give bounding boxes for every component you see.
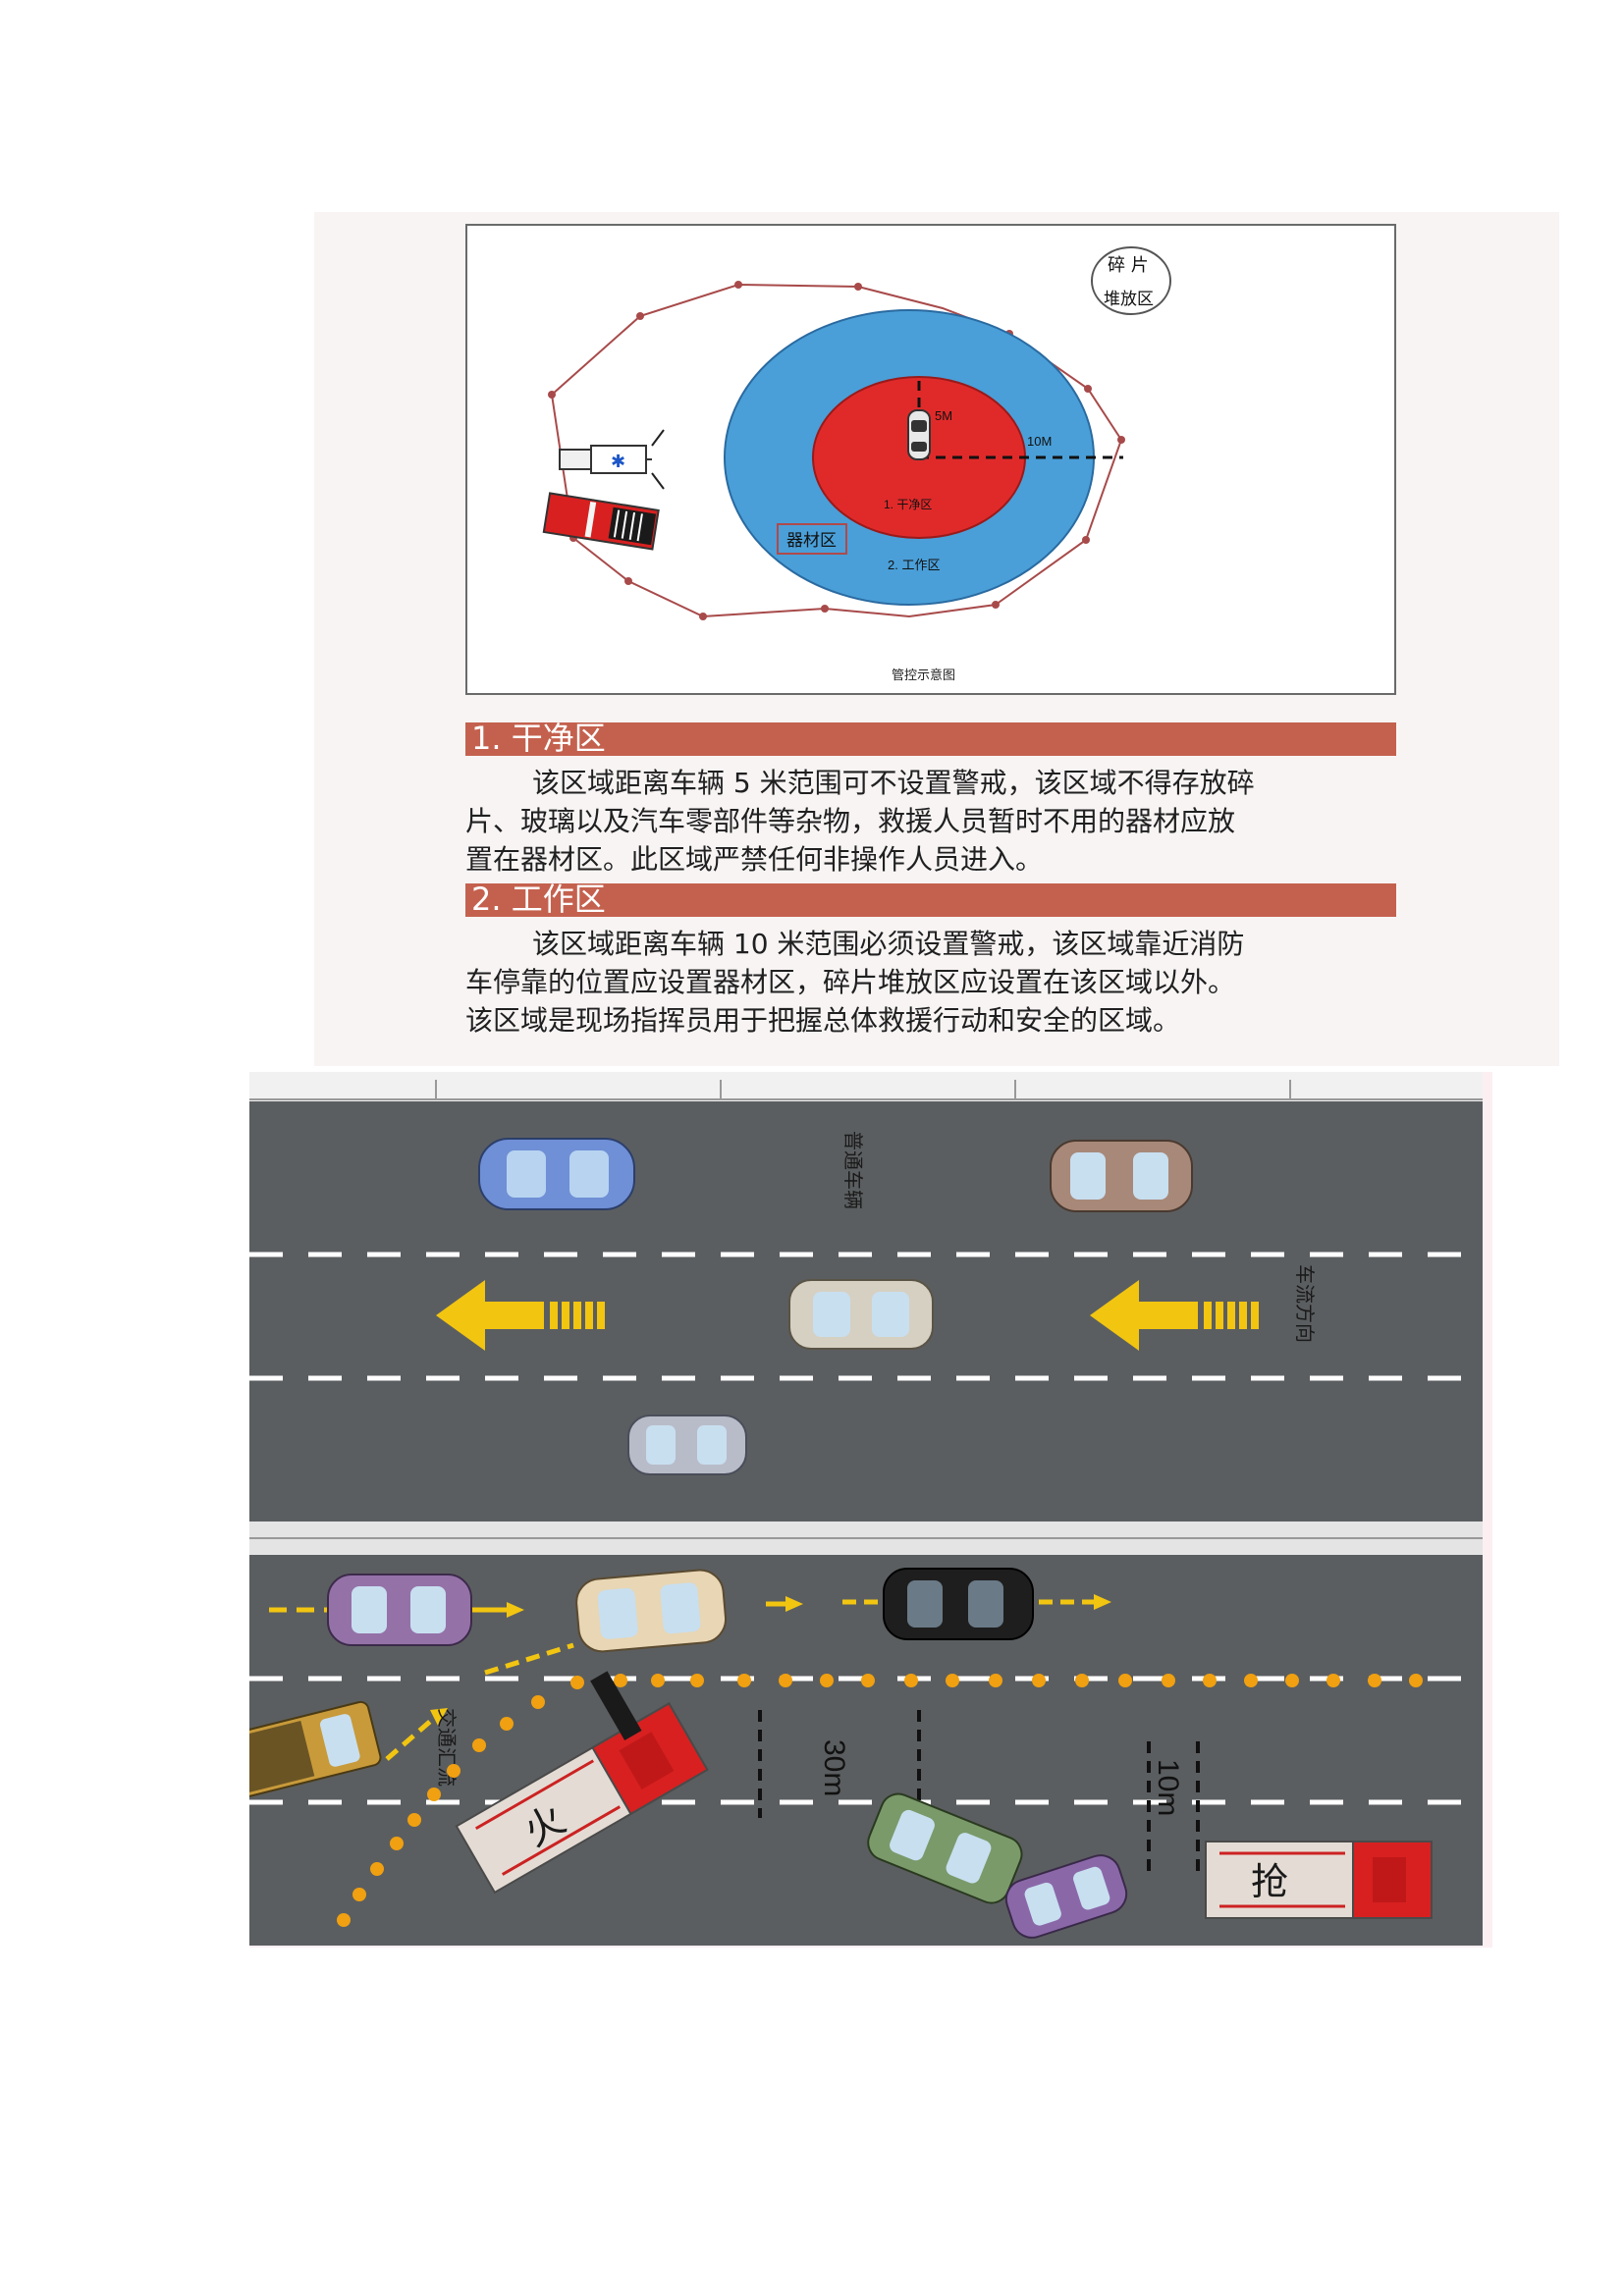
car-brown bbox=[1050, 1140, 1193, 1212]
normal-vehicles-label: 普通车辆 bbox=[841, 1131, 865, 1209]
road-scene: 普通车辆 车流方向 bbox=[249, 1072, 1492, 1948]
flow-arrows bbox=[269, 1594, 1111, 1761]
fire-truck-angled: 火 bbox=[455, 1701, 709, 1895]
car-silver bbox=[627, 1415, 747, 1475]
section-heading-bar-clean-zone: 1. 干净区 bbox=[465, 720, 1396, 757]
rescue-truck: 抢 bbox=[1205, 1841, 1433, 1919]
text-line: 片、玻璃以及汽车零部件等杂物，救援人员暂时不用的器材应放 bbox=[465, 805, 1236, 837]
traffic-direction-arrow-right bbox=[1090, 1280, 1259, 1351]
section-heading-bar-work-zone: 2. 工作区 bbox=[465, 881, 1396, 918]
fire-truck-char-2: 抢 bbox=[1251, 1860, 1288, 1903]
text-line: 该区域距离车辆 10 米范围必须设置警戒，该区域靠近消防 bbox=[532, 928, 1245, 960]
accident-car-icon bbox=[907, 409, 931, 460]
clean-zone-label: 1. 干净区 bbox=[884, 498, 932, 511]
text-line: 车停靠的位置应设置器材区，碎片堆放区应设置在该区域以外。 bbox=[465, 966, 1236, 998]
control-zone-diagram: 5M 10M 1. 干净区 2. 工作区 器材区 ✱ 碎 片 堆放区 bbox=[465, 224, 1396, 695]
svg-text:✱: ✱ bbox=[611, 452, 625, 472]
debris-zone-label-2: 堆放区 bbox=[1104, 290, 1154, 309]
diagram-caption: 管控示意图 bbox=[892, 667, 955, 683]
ambulance-icon: ✱ bbox=[559, 429, 665, 490]
traffic-direction-label: 车流方向 bbox=[1293, 1264, 1317, 1343]
equipment-zone-label: 器材区 bbox=[786, 531, 837, 551]
distance-30m-label: 30m bbox=[818, 1739, 850, 1796]
pickup-truck bbox=[249, 1700, 382, 1798]
work-zone-label: 2. 工作区 bbox=[888, 558, 940, 572]
debris-zone-label-1: 碎 片 bbox=[1108, 255, 1149, 276]
section-heading-clean-zone: 1. 干净区 bbox=[471, 720, 606, 757]
radius-5m-label: 5M bbox=[935, 408, 952, 423]
radius-10m-label: 10M bbox=[1027, 434, 1052, 449]
text-line: 该区域是现场指挥员用于把握总体救援行动和安全的区域。 bbox=[465, 1004, 1181, 1037]
traffic-cones bbox=[337, 1674, 1423, 1927]
text-line: 该区域距离车辆 5 米范围可不设置警戒，该区域不得存放碎 bbox=[532, 767, 1255, 799]
distance-10m-label: 10m bbox=[1152, 1759, 1184, 1816]
car-beige bbox=[788, 1279, 934, 1350]
fire-truck-icon bbox=[542, 492, 660, 551]
equipment-zone bbox=[777, 523, 847, 555]
traffic-direction-arrow-left bbox=[436, 1280, 605, 1351]
section-text-clean-zone: 该区域距离车辆 5 米范围可不设置警戒，该区域不得存放碎 片、玻璃以及汽车零部件… bbox=[465, 764, 1408, 879]
section-text-work-zone: 该区域距离车辆 10 米范围必须设置警戒，该区域靠近消防 车停靠的位置应设置器材… bbox=[465, 925, 1408, 1040]
car-purple bbox=[327, 1574, 472, 1646]
car-purple-crashed bbox=[1004, 1854, 1128, 1939]
car-cream bbox=[575, 1569, 728, 1653]
car-green-crashed bbox=[867, 1792, 1023, 1904]
debris-zone bbox=[1091, 246, 1171, 315]
text-line: 置在器材区。此区域严禁任何非操作人员进入。 bbox=[465, 843, 1044, 876]
car-black bbox=[883, 1568, 1034, 1640]
section-heading-work-zone: 2. 工作区 bbox=[471, 881, 606, 918]
car-blue bbox=[478, 1138, 635, 1210]
